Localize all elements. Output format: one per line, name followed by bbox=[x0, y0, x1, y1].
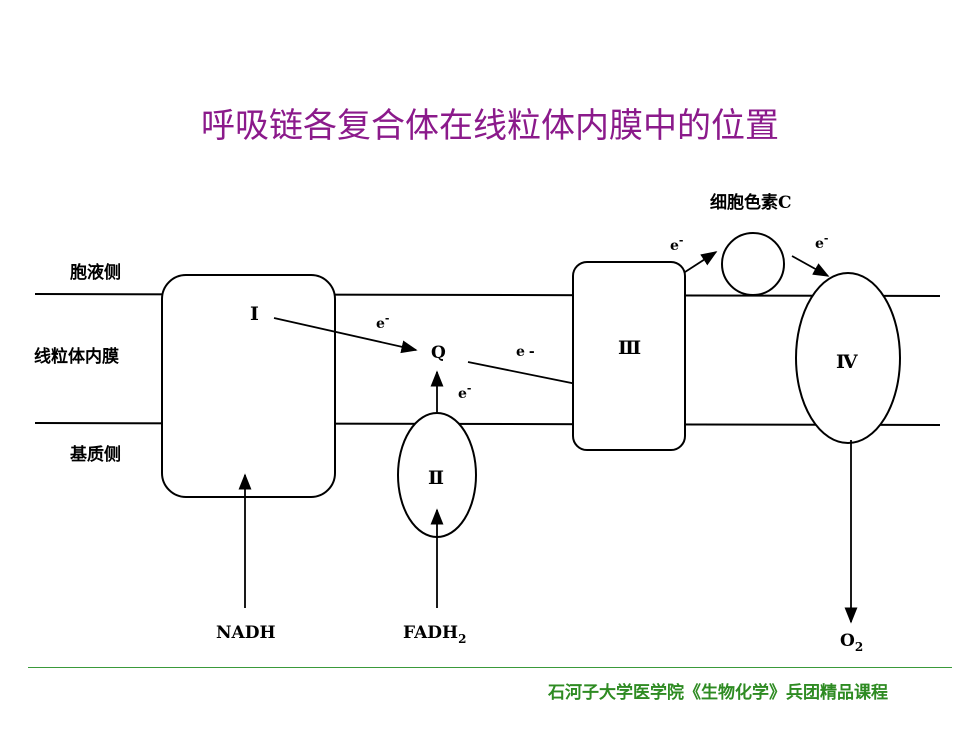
complex-3-box bbox=[572, 261, 686, 451]
ubiquinone-q-label: Q bbox=[431, 343, 446, 363]
respiratory-chain-diagram: 胞液侧 线粒体内膜 基质侧 Ⅰ e- Q e- Ⅱ e- Ⅲ 细胞色素C e- … bbox=[34, 192, 941, 654]
electron-label-1: e- bbox=[376, 312, 390, 332]
electron-label-2: e- bbox=[516, 344, 535, 360]
complex-4-ellipse bbox=[795, 272, 901, 444]
arrow-complex3-to-cytc bbox=[684, 251, 718, 273]
electron-label-3: e- bbox=[458, 382, 472, 402]
arrow-cytc-to-complex4 bbox=[791, 255, 830, 277]
complex-1-label: Ⅰ bbox=[250, 303, 259, 325]
electron-label-5: e- bbox=[815, 232, 829, 252]
complex-3-label: Ⅲ bbox=[618, 337, 641, 359]
cytochrome-c-label: 细胞色素C bbox=[710, 192, 792, 213]
inner-membrane-label: 线粒体内膜 bbox=[34, 346, 119, 367]
nadh-label: NADH bbox=[216, 623, 276, 643]
complex-4-label: Ⅳ bbox=[836, 351, 858, 373]
cytochrome-c-circle bbox=[721, 232, 785, 296]
fadh2-label: FADH2 bbox=[403, 623, 466, 646]
cytosol-side-label: 胞液侧 bbox=[70, 262, 121, 283]
footer-divider bbox=[28, 667, 952, 668]
arrow-complex1-to-q bbox=[273, 317, 418, 354]
matrix-side-label: 基质侧 bbox=[69, 444, 121, 465]
o2-label: O2 bbox=[840, 631, 863, 654]
page-title: 呼吸链各复合体在线粒体内膜中的位置 bbox=[201, 106, 779, 146]
electron-label-4: e- bbox=[670, 234, 684, 254]
complex-2-label: Ⅱ bbox=[428, 467, 444, 489]
complex-1-box bbox=[161, 274, 336, 498]
footer-course-text: 石河子大学医学院《生物化学》兵团精品课程 bbox=[548, 683, 888, 703]
